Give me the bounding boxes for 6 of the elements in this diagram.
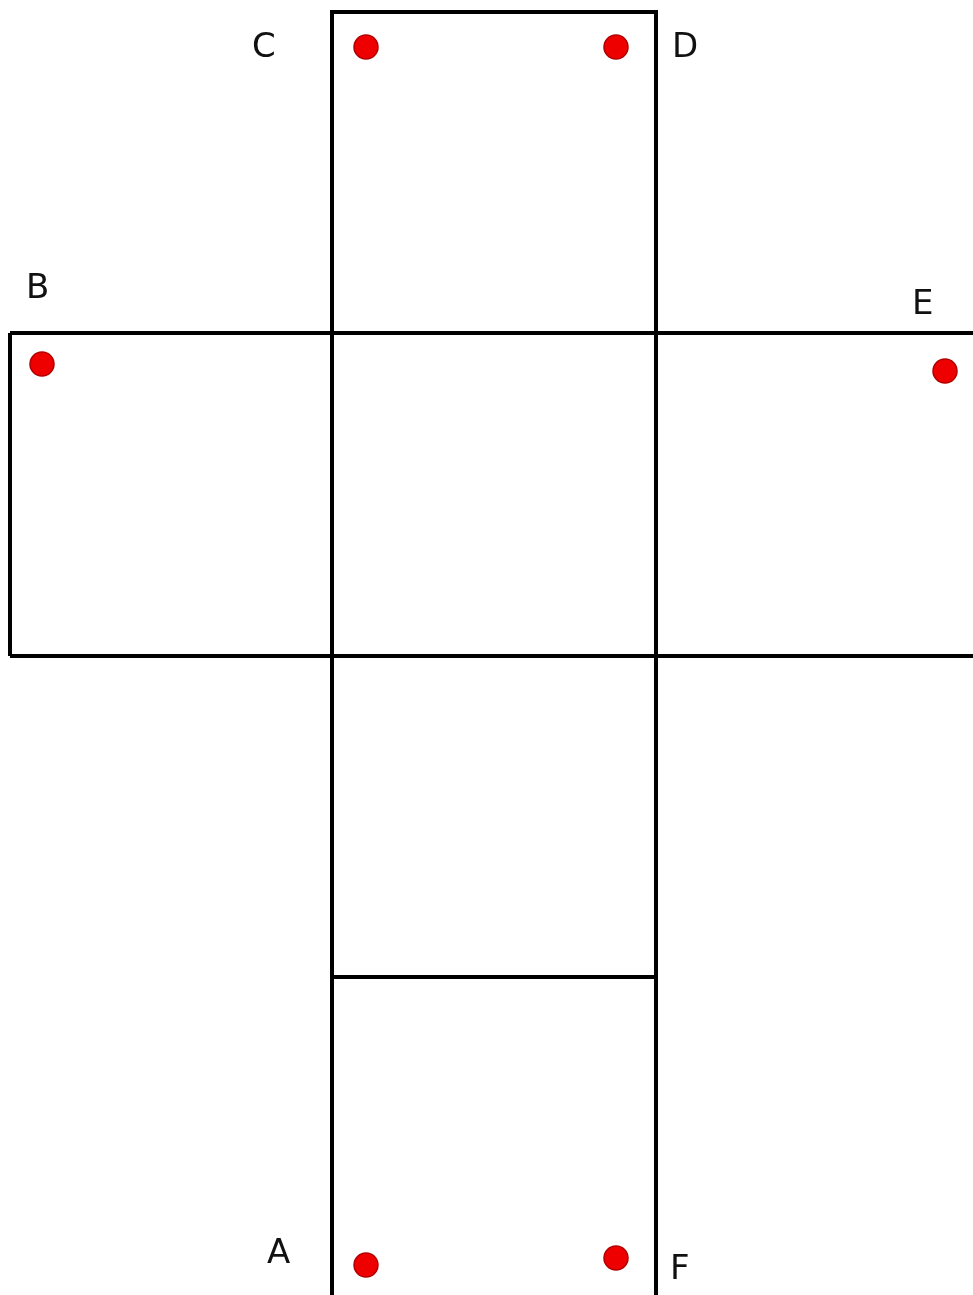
corner-label: C	[252, 28, 276, 62]
corner-label: D	[672, 28, 699, 62]
corner-label: E	[912, 285, 934, 319]
corner-label: F	[670, 1250, 690, 1284]
corner-label: B	[26, 269, 50, 303]
corner-label: A	[267, 1234, 291, 1268]
